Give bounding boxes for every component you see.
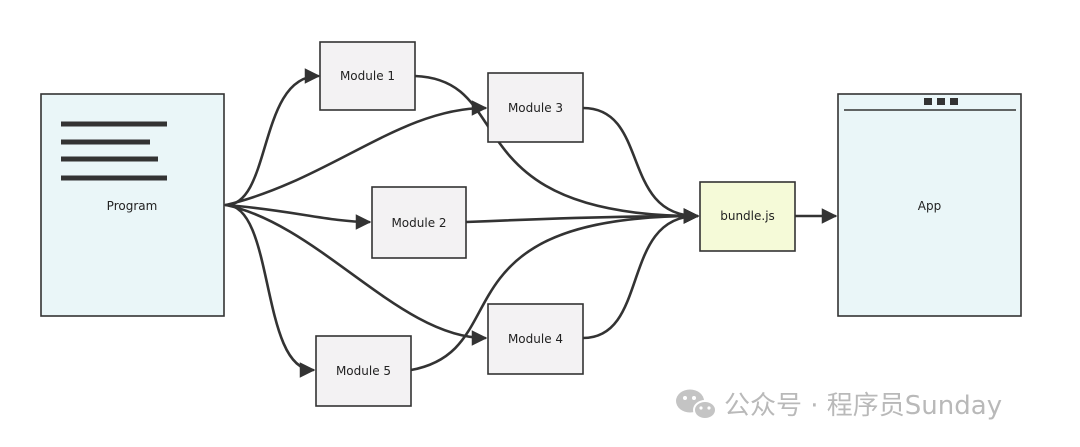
module5-box — [315, 335, 412, 407]
bundle-node: bundle.js — [699, 181, 796, 252]
bundle-label: bundle.js — [720, 209, 775, 223]
app-window-dot-icon — [937, 98, 945, 105]
module5-node: Module 5 — [315, 335, 412, 407]
edge-program-module2 — [224, 203, 372, 230]
edge-program-module1 — [224, 68, 321, 207]
program-label: Program — [107, 199, 158, 213]
app-node: App — [837, 93, 1022, 317]
module3-node: Module 3 — [487, 72, 584, 143]
edge-module3-bundle — [581, 106, 700, 224]
module1-node: Module 1 — [319, 41, 416, 111]
app-box — [837, 93, 1022, 317]
edge-module5-bundle — [409, 208, 700, 372]
module5-label: Module 5 — [336, 364, 391, 378]
edge-module1-bundle — [413, 74, 700, 224]
module2-label: Module 2 — [391, 216, 446, 230]
module2-node: Module 2 — [371, 186, 467, 259]
module4-box — [487, 303, 584, 375]
edge-program-module5 — [224, 203, 316, 378]
program-node: Program — [40, 93, 225, 317]
app-label: App — [918, 199, 941, 213]
module4-label: Module 4 — [508, 332, 563, 346]
watermark: 公众号 · 程序员Sunday — [676, 389, 1002, 421]
watermark-text: 公众号 · 程序员Sunday — [724, 391, 1002, 421]
module3-label: Module 3 — [508, 101, 563, 115]
edge-program-module3 — [224, 100, 488, 207]
edges — [224, 68, 838, 378]
wechat-icon — [676, 389, 717, 420]
program-box — [40, 93, 225, 317]
module2-box — [371, 186, 467, 259]
module4-node: Module 4 — [487, 303, 584, 375]
module1-box — [319, 41, 416, 111]
module3-box — [487, 72, 584, 143]
bundle-box — [699, 181, 796, 252]
edge-module4-bundle — [581, 208, 700, 340]
module1-label: Module 1 — [340, 69, 395, 83]
edge-program-module4 — [224, 203, 488, 346]
app-window-dot-icon — [950, 98, 958, 105]
app-window-dot-icon — [924, 98, 932, 105]
